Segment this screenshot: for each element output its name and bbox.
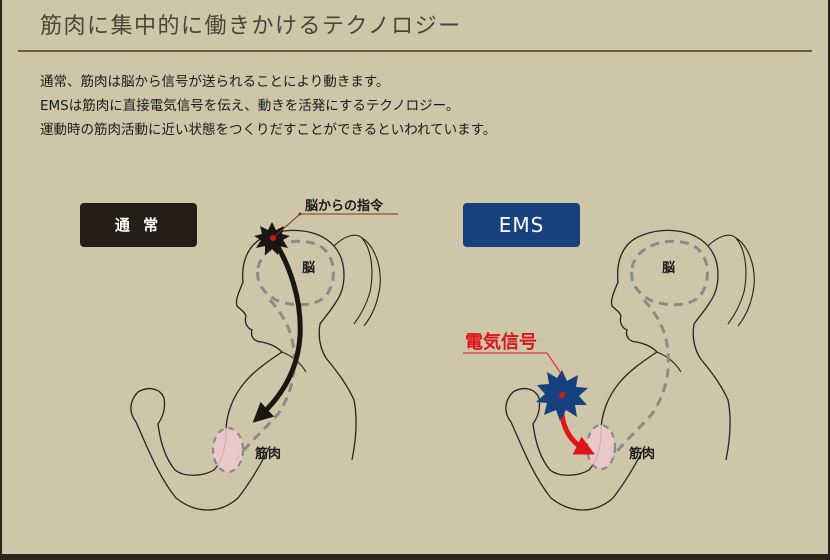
normal-muscle-outline	[211, 426, 245, 474]
ems-signal-dot	[559, 392, 565, 398]
normal-callout-line	[272, 213, 398, 239]
intro-text: 通常、筋肉は脳から信号が送られることにより動きます。 EMSは筋肉に直接電気信号…	[40, 70, 800, 142]
normal-muscle	[213, 428, 243, 472]
normal-figure: 脳からの指令 脳 筋肉	[130, 198, 398, 511]
ems-figure: 電気信号 脳 筋肉	[463, 229, 755, 511]
ems-brain-outline	[630, 239, 709, 307]
intro-line-3: 運動時の筋肉活動に近い状態をつくりだすことができるといわれています。	[40, 122, 497, 138]
normal-ponytail	[333, 234, 381, 327]
title-divider	[18, 50, 812, 52]
ems-muscle	[587, 425, 615, 469]
intro-line-1: 通常、筋肉は脳から信号が送られることにより動きます。	[40, 74, 390, 90]
page-title: 筋肉に集中的に働きかけるテクノロジー	[40, 14, 462, 39]
ems-brain-label: 脳	[662, 261, 675, 276]
normal-signal-label: 脳からの指令	[305, 198, 384, 214]
intro-line-2: EMSは筋肉に直接電気信号を伝え、動きを活発にするテクノロジー。	[40, 98, 460, 114]
normal-back-outline	[261, 229, 357, 461]
ems-signal-label: 電気信号	[465, 331, 537, 353]
ems-muscle-label: 筋肉	[628, 446, 655, 462]
ems-nerve-path	[608, 299, 670, 461]
normal-nerve-path	[234, 299, 296, 461]
ems-callout-line	[463, 352, 563, 376]
ems-body-outline	[505, 237, 659, 511]
normal-callout-dot	[298, 212, 302, 216]
ems-badge: EMS	[463, 203, 580, 247]
normal-muscle-label: 筋肉	[254, 446, 281, 462]
ems-back-outline	[635, 229, 731, 461]
ems-shoulder	[656, 351, 682, 373]
ems-ponytail	[707, 234, 755, 327]
normal-brain-outline	[256, 239, 335, 307]
normal-brain-label: 脳	[302, 261, 315, 276]
normal-badge: 通 常	[80, 203, 197, 247]
normal-signal-arrow	[252, 238, 303, 423]
